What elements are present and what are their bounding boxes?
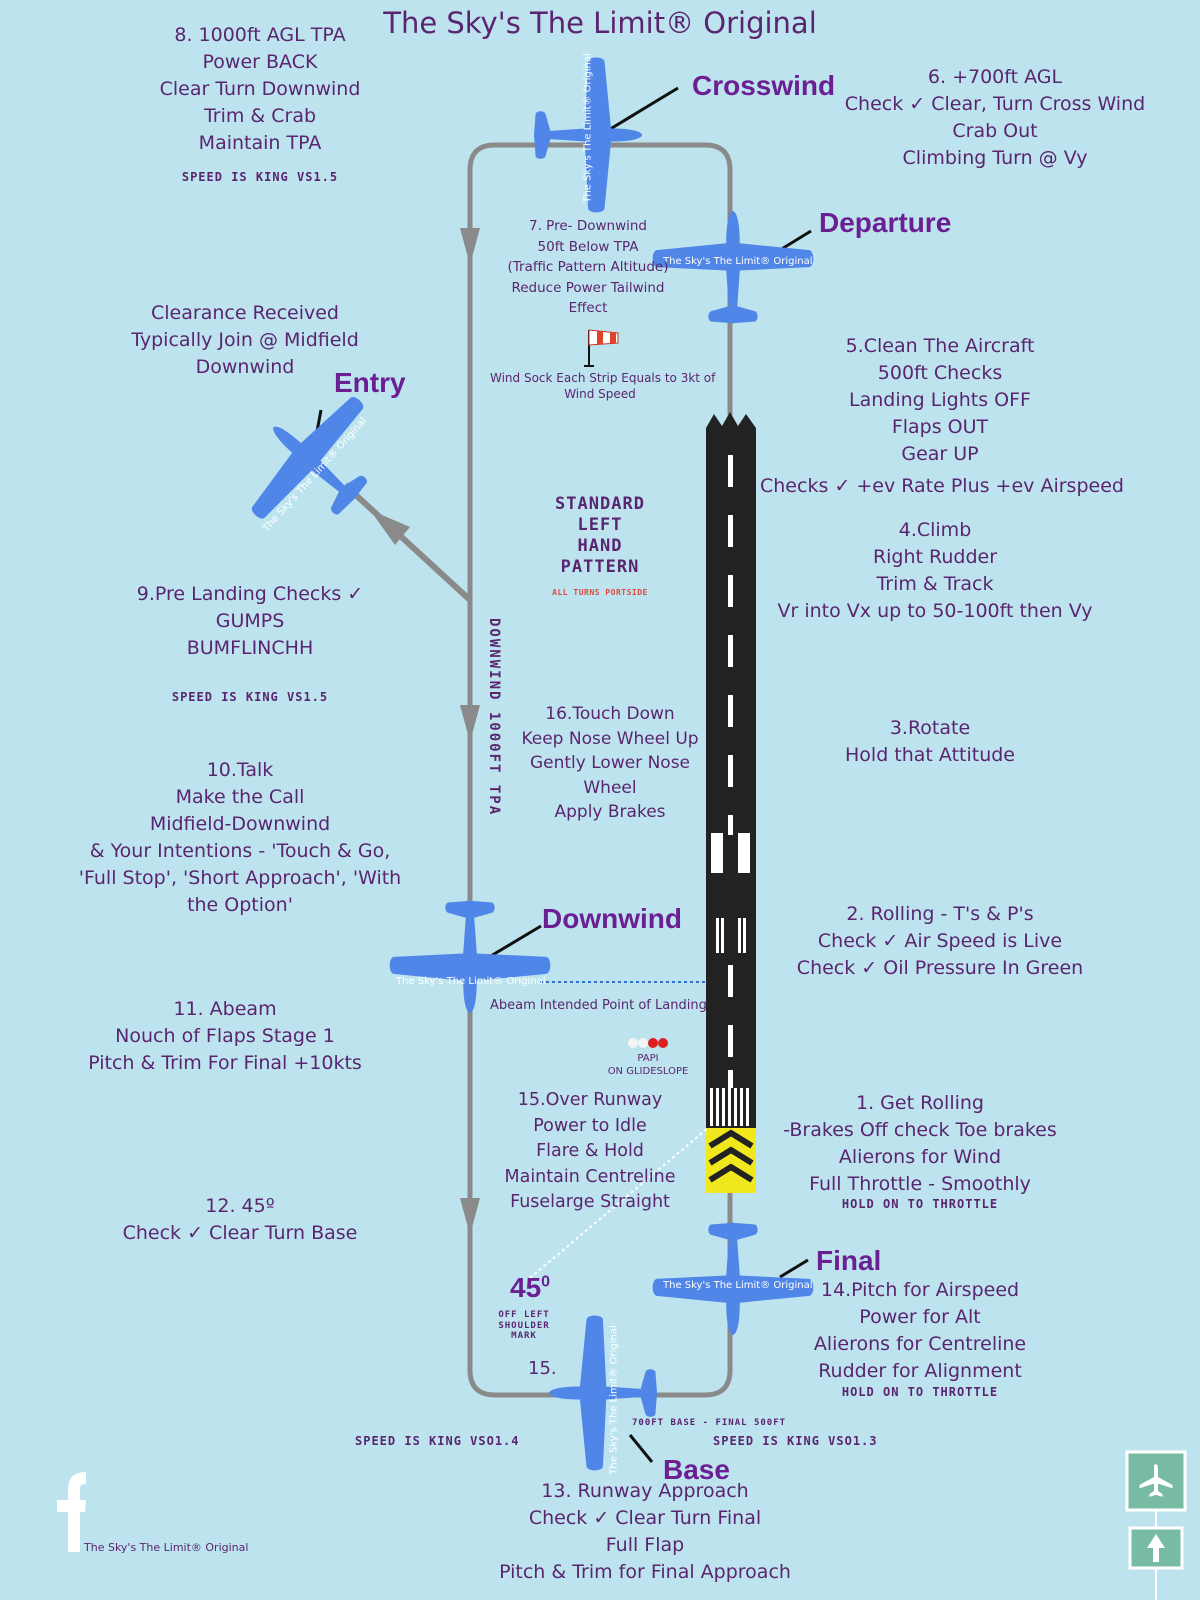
step-14-text: 14.Pitch for Airspeed Power for Alt Alie… (813, 1279, 1027, 1382)
step-14-caps: HOLD ON TO THROTTLE (841, 1385, 999, 1399)
arrow-up-icon (1128, 1526, 1184, 1600)
step-6-text: 6. +700ft AGL Check ✓ Clear, Turn Cross … (844, 66, 1146, 169)
step-8-text: 8. 1000ft AGL TPA Power BACK Clear Turn … (159, 24, 361, 154)
plane-label-downwind: The Sky's The Limit® Original (396, 976, 546, 987)
step-9-speed: SPEED IS KING VS1.5 (171, 690, 329, 704)
direction-arrow (460, 228, 480, 265)
plane-label-final: The Sky's The Limit® Original (663, 1280, 813, 1291)
step-1-text: 1. Get Rolling -Brakes Off check Toe bra… (783, 1092, 1057, 1195)
step-12-text: 12. 45º Check ✓ Clear Turn Base (122, 1195, 358, 1244)
threshold-markings (710, 1088, 749, 1126)
traffic-pattern-track (467, 142, 733, 1398)
windsock-note: Wind Sock Each Strip Equals to 3kt of Wi… (490, 371, 716, 401)
leg-label-base: Base (663, 1454, 730, 1485)
step-9-text: 9.Pre Landing Checks ✓ GUMPS BUMFLINCHH (136, 583, 364, 659)
step-4-text: 4.Climb Right Rudder Trim & Track Vr int… (777, 519, 1093, 622)
downwind-tpa-label: DOWNWIND 1000FT TPA (486, 618, 502, 817)
runway (706, 412, 756, 1193)
plane-label-departure: The Sky's The Limit® Original (663, 256, 813, 267)
papi-lights (628, 1038, 668, 1048)
leg-label-downwind: Downwind (542, 903, 682, 934)
entry-note: Clearance Received Typically Join @ Midf… (131, 302, 359, 378)
touchdown-zone-markings (711, 833, 750, 953)
step-8-speed: SPEED IS KING VS1.5 (181, 170, 339, 184)
step-15-marker: 15. (528, 1358, 557, 1379)
45-degree-mark: 450 (510, 1272, 551, 1303)
direction-arrow (460, 705, 480, 742)
step-1-caps: HOLD ON TO THROTTLE (841, 1197, 999, 1211)
step-10-text: 10.Talk Make the Call Midfield-Downwind … (78, 759, 402, 916)
leg-label-final: Final (816, 1245, 882, 1276)
45-degree-mark-caption: OFF LEFT SHOULDER MARK (498, 1310, 550, 1341)
abeam-label: Abeam Intended Point of Landing (490, 998, 707, 1013)
step-5-text: 5.Clean The Aircraft 500ft Checks Landin… (760, 335, 1124, 497)
windsock-icon (584, 329, 619, 367)
plane-label-base: The Sky's The Limit® Original (608, 1325, 620, 1475)
step-16-text: 16.Touch Down Keep Nose Wheel Up Gently … (521, 704, 699, 822)
displaced-threshold-chevrons (708, 1129, 754, 1183)
facebook-icon (57, 1472, 86, 1552)
page-title: The Sky's The Limit® Original (383, 6, 817, 40)
base-speed: SPEED IS KING VSO1.4 (355, 1434, 520, 1448)
step-13-text: 13. Runway Approach Check ✓ Clear Turn F… (499, 1480, 791, 1583)
papi-label: PAPI ON GLIDESLOPE (607, 1053, 689, 1077)
leg-label-departure: Departure (819, 207, 952, 238)
step-2-text: 2. Rolling - T's & P's Check ✓ Air Speed… (796, 903, 1084, 979)
direction-arrow (460, 1198, 480, 1235)
plane-label-crosswind: The Sky's The Limit® Original (582, 53, 594, 203)
entry-path (342, 482, 473, 603)
final-speed: SPEED IS KING VSO1.3 (713, 1434, 878, 1448)
footer-brand: The Sky's The Limit® Original (84, 1541, 249, 1554)
base-final-altitudes: 700FT BASE - FINAL 500FT (632, 1418, 787, 1428)
airport-sign-icon (1125, 1450, 1187, 1528)
leg-label-entry: Entry (334, 367, 406, 398)
step-11-text: 11. Abeam Nouch of Flaps Stage 1 Pitch &… (88, 998, 362, 1074)
45-degree-line (529, 1127, 709, 1279)
entry-arrow (370, 510, 410, 545)
runway-centerline (728, 455, 733, 1088)
step-3-text: 3.Rotate Hold that Attitude (845, 717, 1015, 766)
standard-left-hand-pattern: STANDARD LEFT HAND PATTERN ALL TURNS POR… (552, 494, 648, 597)
step-15-text: 15.Over Runway Power to Idle Flare & Hol… (504, 1090, 676, 1212)
step-7-text: 7. Pre- Downwind 50ft Below TPA (Traffic… (507, 218, 669, 316)
leg-label-crosswind: Crosswind (692, 70, 836, 101)
